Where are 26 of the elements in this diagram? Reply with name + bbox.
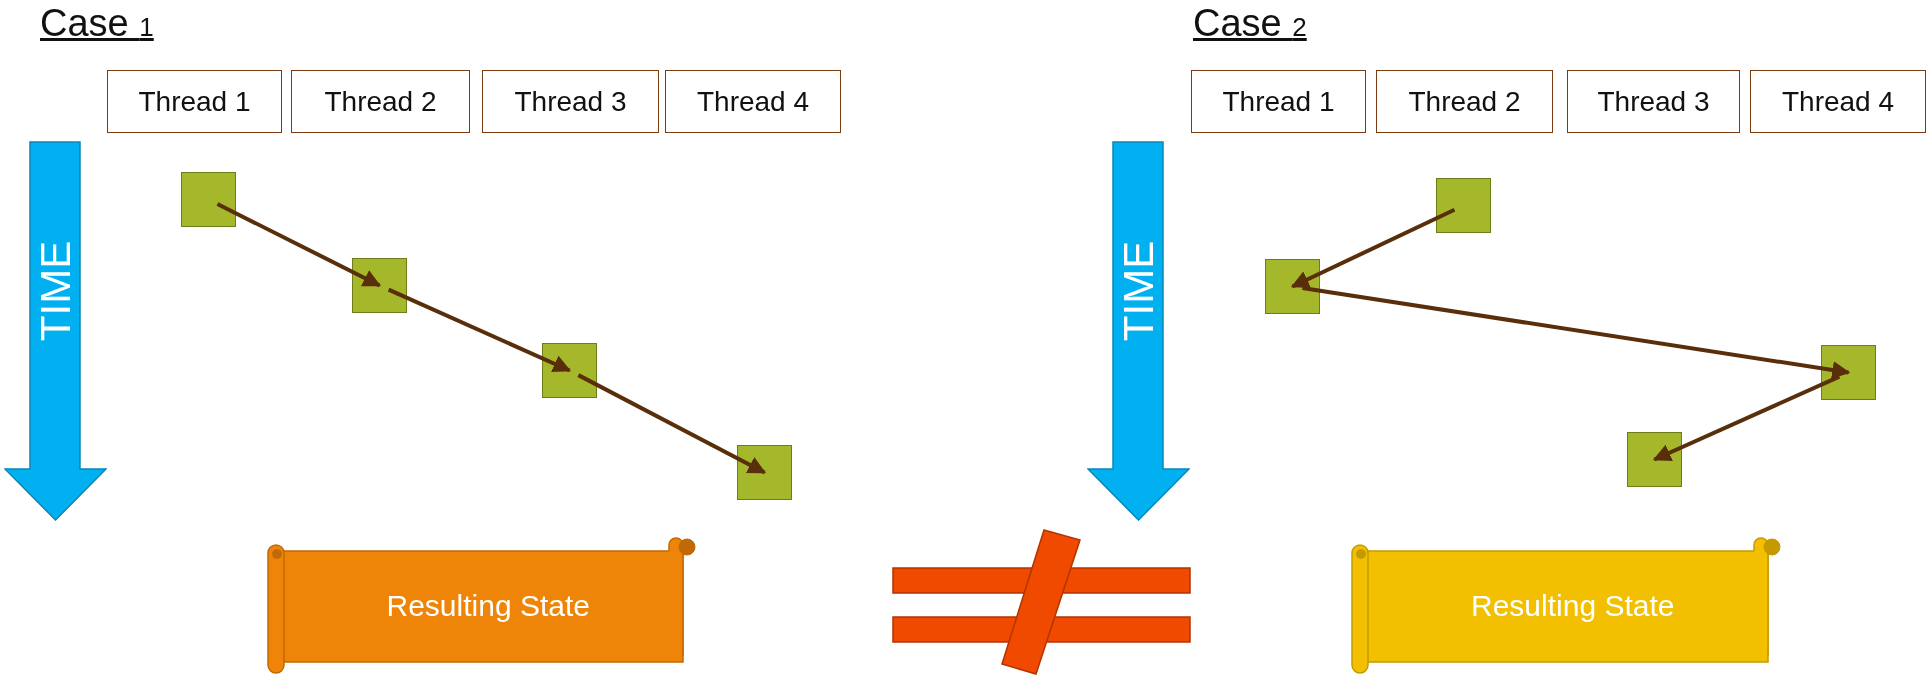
- state-label: Resulting State: [386, 588, 590, 623]
- thread-header: Thread 3: [1567, 70, 1740, 133]
- time-label: TIME: [31, 240, 80, 342]
- thread-header: Thread 4: [1750, 70, 1926, 133]
- event-square: [1627, 432, 1682, 487]
- event-square: [1436, 178, 1491, 233]
- thread-header: Thread 2: [1376, 70, 1553, 133]
- thread-header: Thread 4: [665, 70, 841, 133]
- state-label: Resulting State: [1471, 588, 1675, 623]
- arrow: [577, 373, 767, 475]
- event-square: [181, 172, 236, 227]
- arrow: [1290, 207, 1456, 289]
- event-square: [1265, 259, 1320, 314]
- thread-header: Thread 1: [1191, 70, 1366, 133]
- thread-header: Thread 3: [482, 70, 659, 133]
- arrow: [387, 287, 572, 373]
- event-square: [737, 445, 792, 500]
- arrow: [216, 202, 382, 288]
- thread-header: Thread 2: [291, 70, 470, 133]
- event-square: [352, 258, 407, 313]
- arrow: [1652, 374, 1841, 462]
- time-label: TIME: [1114, 240, 1163, 342]
- arrow: [1302, 286, 1851, 379]
- thread-header: Thread 1: [107, 70, 282, 133]
- event-square: [542, 343, 597, 398]
- event-square: [1821, 345, 1876, 400]
